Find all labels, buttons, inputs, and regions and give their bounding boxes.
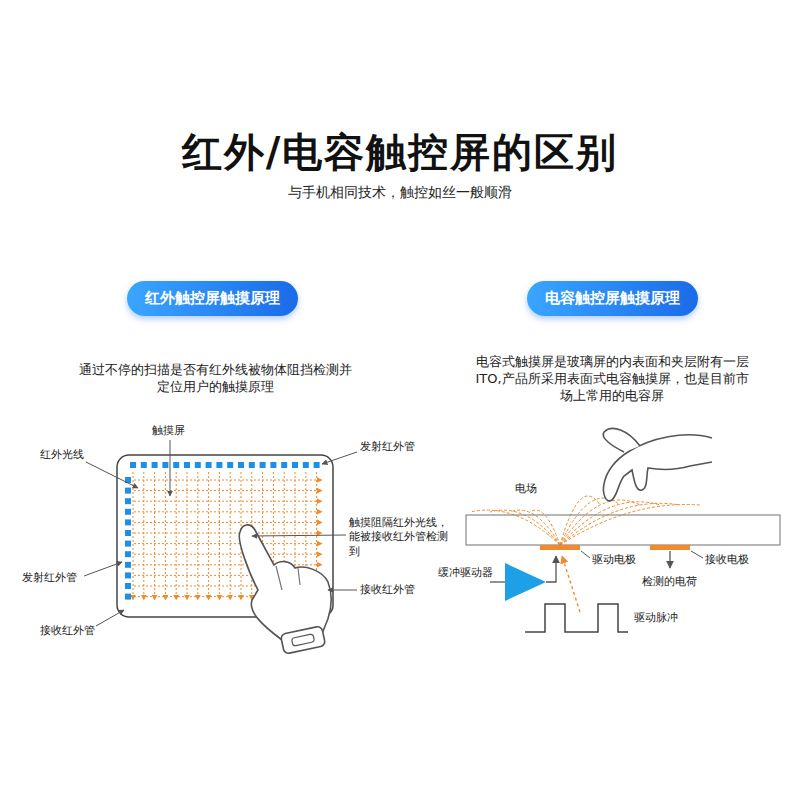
- leader-line: [691, 551, 703, 558]
- infrared-ray: [134, 533, 322, 534]
- drive-wire: [546, 556, 556, 582]
- pulse-arrow: [562, 556, 580, 612]
- thumb: [603, 428, 640, 452]
- ir-emitter: [270, 462, 276, 468]
- ir-emitter: [216, 462, 222, 468]
- ir-emitter: [281, 462, 287, 468]
- ir-emitter: [152, 462, 158, 468]
- drive-pulse: [525, 604, 628, 632]
- infrared-ray: [134, 501, 322, 502]
- heading-pill: 电容触控屏触摸原理: [527, 281, 698, 316]
- ir-emitter: [125, 583, 131, 589]
- ir-emitter: [125, 572, 131, 578]
- field-line: [560, 500, 640, 545]
- field-line: [560, 503, 680, 545]
- infrared-ray: [133, 472, 134, 600]
- buffer-driver: [505, 563, 546, 601]
- cuff-detail: [291, 634, 314, 646]
- electric-field: [470, 496, 700, 545]
- part-label: 触摸屏: [152, 424, 212, 438]
- ir-emitter: [125, 562, 131, 568]
- infrared-ray: [134, 490, 322, 491]
- ir-emitter: [238, 462, 244, 468]
- ir-emitter: [130, 462, 136, 468]
- input-wire: [490, 581, 505, 582]
- infrared-ray: [134, 543, 322, 544]
- heading-text: 电容触控屏触摸原理: [545, 289, 680, 307]
- ir-emitter: [141, 462, 147, 468]
- leader-line: [328, 590, 357, 591]
- receive-electrode: [650, 545, 690, 550]
- heading-text: 红外触控屏触摸原理: [145, 289, 280, 307]
- leader-line: [86, 462, 138, 488]
- ir-emitter: [314, 462, 320, 468]
- part-label: 红外光线: [40, 448, 110, 462]
- description: 电容式触摸屏是玻璃屏的内表面和夹层附有一层ITO,产品所采用表面式电容触摸屏，也…: [475, 354, 750, 405]
- part-label: 发射红外管: [22, 571, 102, 585]
- ir-emitter: [260, 462, 266, 468]
- heading-pill: 红外触控屏触摸原理: [127, 281, 298, 316]
- infrared-ray: [230, 472, 231, 600]
- ir-emitter: [303, 462, 309, 468]
- finger-crease: [276, 566, 300, 590]
- infrared-ray: [165, 472, 166, 600]
- part-label: 检测的电荷: [642, 575, 722, 589]
- leader-line: [322, 452, 357, 464]
- glass-panel: [466, 515, 780, 545]
- description: 通过不停的扫描是否有红外线被物体阻挡检测并定位用户的触摸原理: [76, 362, 354, 396]
- infrared-ray: [208, 472, 209, 600]
- infrared-ray: [134, 480, 322, 481]
- ir-emitter: [125, 488, 131, 494]
- part-label: 接收红外管: [360, 583, 440, 597]
- hand: [239, 525, 331, 640]
- infrared-ray: [134, 522, 322, 523]
- leader-line: [96, 610, 124, 626]
- ir-emitter: [195, 462, 201, 468]
- field-line: [560, 502, 660, 545]
- ir-emitter: [292, 462, 298, 468]
- ir-emitter: [125, 530, 131, 536]
- part-label: 接收红外管: [40, 624, 120, 638]
- ir-emitter: [227, 462, 233, 468]
- ir-emitter: [173, 462, 179, 468]
- part-label: 电场: [515, 482, 555, 496]
- ir-emitter: [184, 462, 190, 468]
- ir-emitter: [249, 462, 255, 468]
- ir-emitter: [125, 498, 131, 504]
- infrared-ray: [197, 472, 198, 600]
- ir-emitter: [125, 541, 131, 547]
- part-label: 缓冲驱动器: [438, 566, 508, 580]
- title: 红外/电容触控屏的区别: [0, 126, 800, 178]
- cuff: [280, 626, 325, 654]
- infrared-ray: [176, 472, 177, 600]
- leader-line: [84, 562, 122, 576]
- ir-emitter: [206, 462, 212, 468]
- leader-line: [252, 535, 346, 536]
- infrared-ray: [134, 554, 322, 555]
- infrared-ray: [154, 472, 155, 600]
- drive-electrode: [540, 545, 580, 550]
- infrared-ray: [134, 511, 322, 512]
- part-label: 接收电极: [705, 553, 765, 567]
- subtitle: 与手机相同技术，触控如丝一般顺滑: [200, 183, 600, 201]
- infrared-ray: [143, 472, 144, 600]
- ir-emitter: [125, 594, 131, 600]
- charge-arrow: [669, 551, 670, 568]
- leader-line: [581, 551, 590, 558]
- leader-line: [170, 440, 171, 496]
- part-label: 驱动脉冲: [634, 611, 704, 625]
- ir-emitter: [125, 551, 131, 557]
- ir-emitter: [162, 462, 168, 468]
- infrared-ray: [219, 472, 220, 600]
- part-label: 驱动电极: [592, 553, 652, 567]
- field-line: [560, 505, 700, 546]
- part-label: 触摸阻隔红外光线，能被接收红外管检测到: [349, 516, 449, 559]
- infrared-ray: [187, 472, 188, 600]
- part-label: 发射红外管: [360, 440, 440, 454]
- ir-emitter: [125, 519, 131, 525]
- ir-emitter: [125, 509, 131, 515]
